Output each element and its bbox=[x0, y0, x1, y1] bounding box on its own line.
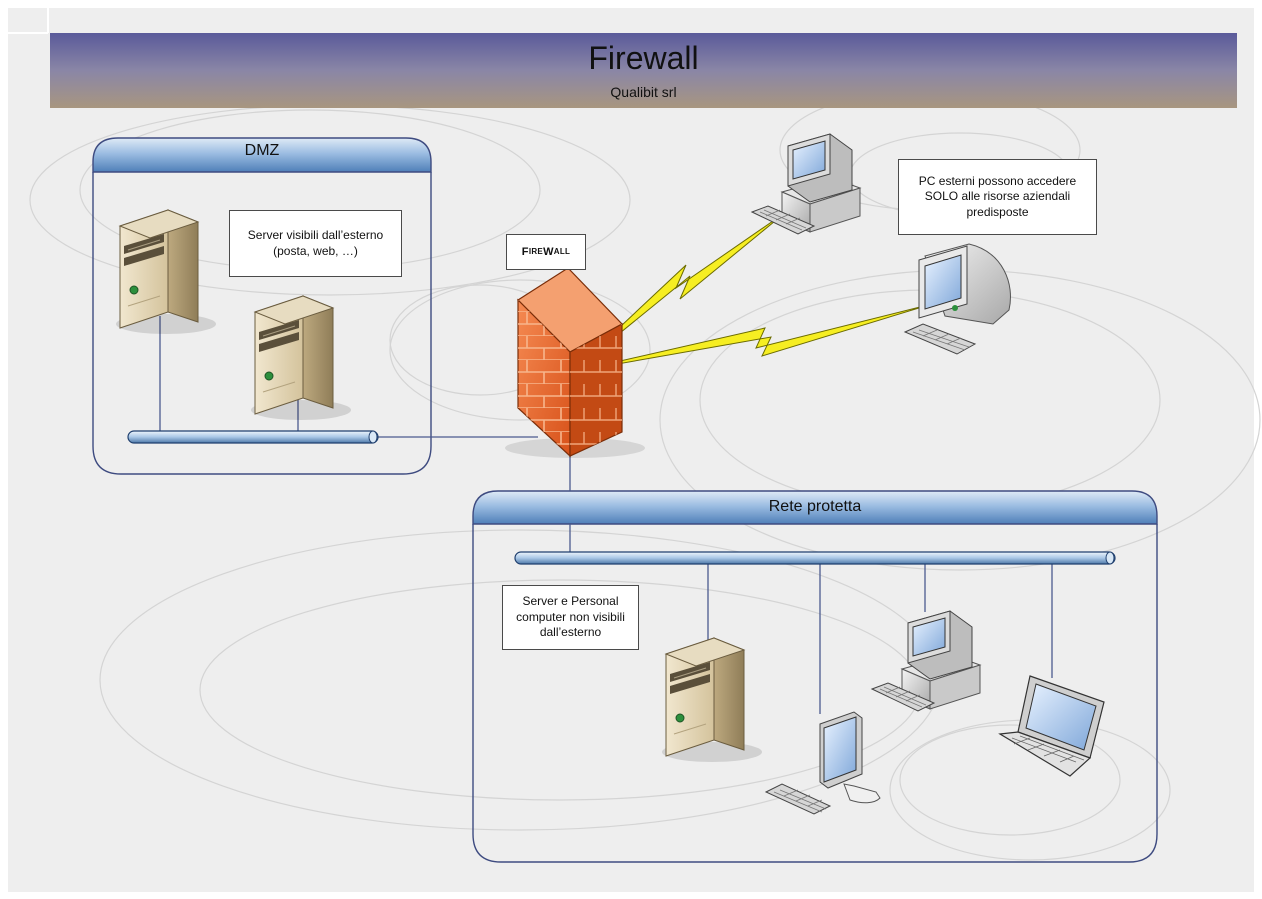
protected-network-bus bbox=[514, 551, 1116, 565]
external-pcs-note: PC esterni possono accedere SOLO alle ri… bbox=[898, 159, 1097, 235]
protected-zone-title: Rete protetta bbox=[768, 498, 862, 515]
dmz-zone-title: DMZ bbox=[244, 142, 280, 159]
network-wires bbox=[159, 316, 1053, 714]
internal-network-note: Server e Personal computer non visibili … bbox=[502, 585, 639, 650]
dmz-zone bbox=[92, 137, 432, 475]
protected-zone bbox=[472, 490, 1158, 863]
page-title: Firewall bbox=[588, 40, 699, 76]
dmz-servers-note: Server visibili dall’esterno (posta, web… bbox=[229, 210, 402, 277]
header-banner bbox=[50, 33, 1237, 108]
dmz-network-bus bbox=[127, 430, 379, 444]
page-subtitle: Qualibit srl bbox=[610, 84, 677, 100]
brick-firewall-icon bbox=[505, 267, 645, 458]
